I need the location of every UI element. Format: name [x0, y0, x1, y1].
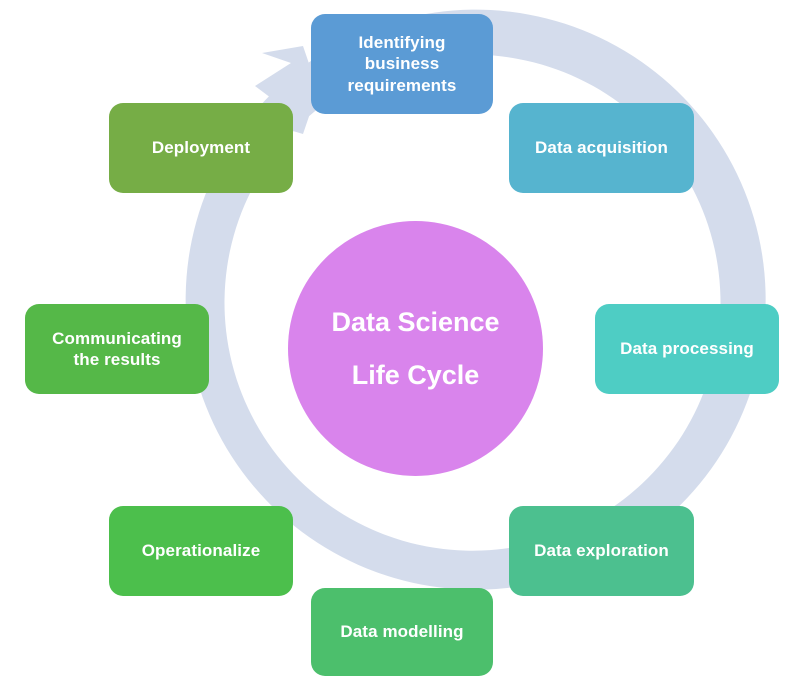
stage-data-processing[interactable]: Data processing	[595, 304, 779, 394]
center-circle: Data Science Life Cycle	[288, 221, 543, 476]
center-title-line-2: Life Cycle	[351, 359, 480, 390]
stage-label: Deployment	[151, 138, 251, 158]
stage-data-modelling[interactable]: Data modelling	[311, 588, 493, 676]
stage-label: Data processing	[620, 339, 754, 359]
stage-deployment[interactable]: Deployment	[109, 103, 293, 193]
stage-label: Data modelling	[340, 622, 464, 642]
stage-data-exploration[interactable]: Data exploration	[509, 506, 694, 596]
stage-label: Identifying business requirements	[347, 33, 457, 95]
ring-arrowhead	[255, 46, 318, 134]
stage-label: Operationalize	[141, 541, 261, 561]
stage-label: Communicating the results	[52, 328, 182, 369]
center-title-line-1: Data Science	[331, 306, 500, 337]
stage-identifying-business-requirements[interactable]: Identifying business requirements	[311, 14, 493, 114]
stage-communicating-the-results[interactable]: Communicating the results	[25, 304, 209, 394]
stage-label: Data exploration	[534, 541, 669, 561]
stage-operationalize[interactable]: Operationalize	[109, 506, 293, 596]
stage-label: Data acquisition	[535, 138, 668, 158]
stage-data-acquisition[interactable]: Data acquisition	[509, 103, 694, 193]
